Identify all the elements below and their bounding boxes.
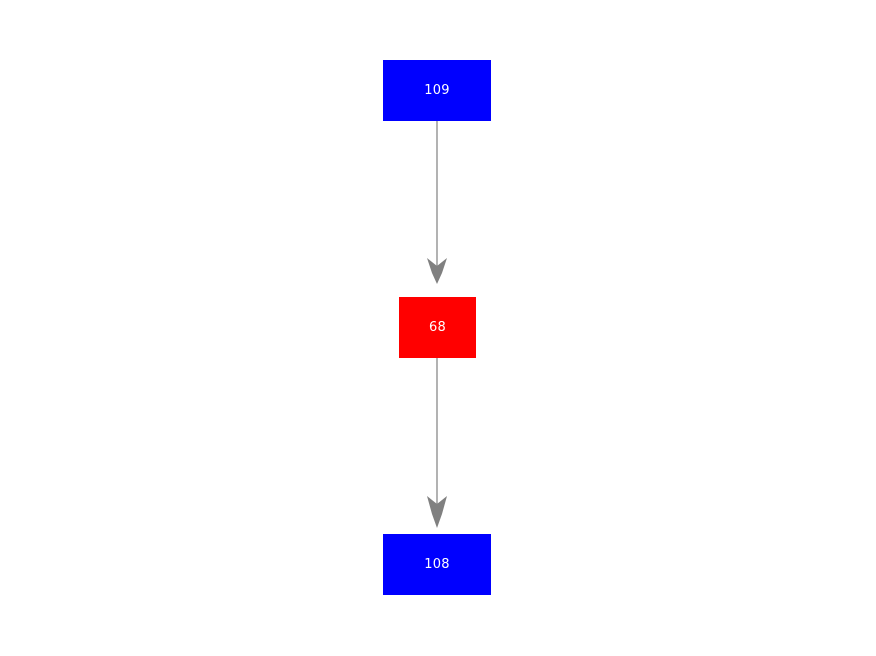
- node-label: 68: [429, 320, 446, 335]
- node-label: 108: [424, 557, 450, 572]
- edge-109-to-68: [427, 121, 447, 284]
- arrowhead-icon: [427, 258, 447, 284]
- arrowhead-icon: [427, 496, 447, 528]
- node-68[interactable]: 68: [399, 297, 476, 358]
- node-label: 109: [424, 83, 450, 98]
- node-109[interactable]: 109: [383, 60, 491, 121]
- node-108[interactable]: 108: [383, 534, 491, 595]
- edge-68-to-108: [427, 358, 447, 528]
